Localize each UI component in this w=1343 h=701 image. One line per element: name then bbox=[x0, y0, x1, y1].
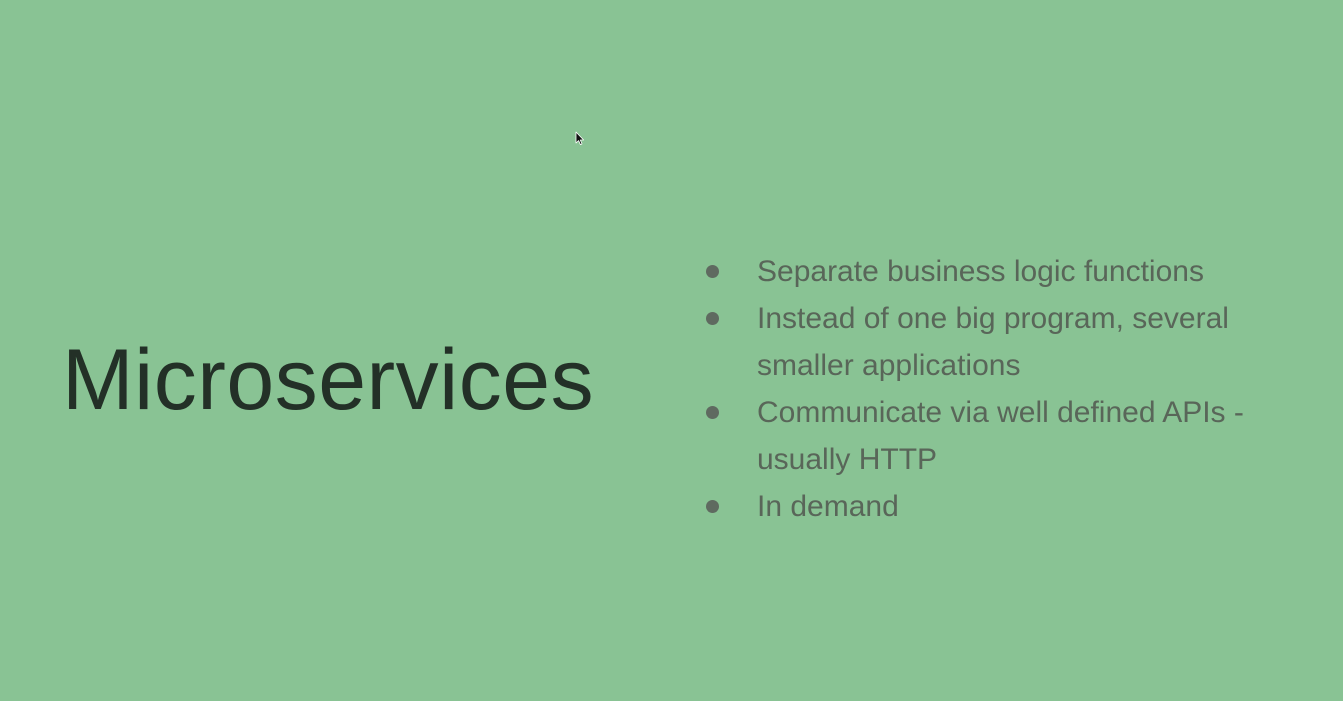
bullet-dot-icon bbox=[706, 265, 719, 278]
mouse-pointer-icon bbox=[575, 131, 584, 145]
bullet-dot-icon bbox=[706, 406, 719, 419]
slide-title: Microservices bbox=[62, 332, 595, 428]
bullet-dot-icon bbox=[706, 500, 719, 513]
bullet-text: Instead of one big program, several smal… bbox=[757, 302, 1229, 382]
bullet-item: Separate business logic functions bbox=[700, 248, 1320, 295]
bullet-list: Separate business logic functions Instea… bbox=[700, 248, 1320, 530]
bullet-text: Separate business logic functions bbox=[757, 255, 1204, 288]
bullet-text: Communicate via well defined APIs - usua… bbox=[757, 396, 1244, 476]
bullet-item: Communicate via well defined APIs - usua… bbox=[700, 389, 1320, 483]
bullet-item: Instead of one big program, several smal… bbox=[700, 295, 1320, 389]
bullet-dot-icon bbox=[706, 312, 719, 325]
bullet-text: In demand bbox=[757, 490, 899, 523]
bullet-item: In demand bbox=[700, 483, 1320, 530]
